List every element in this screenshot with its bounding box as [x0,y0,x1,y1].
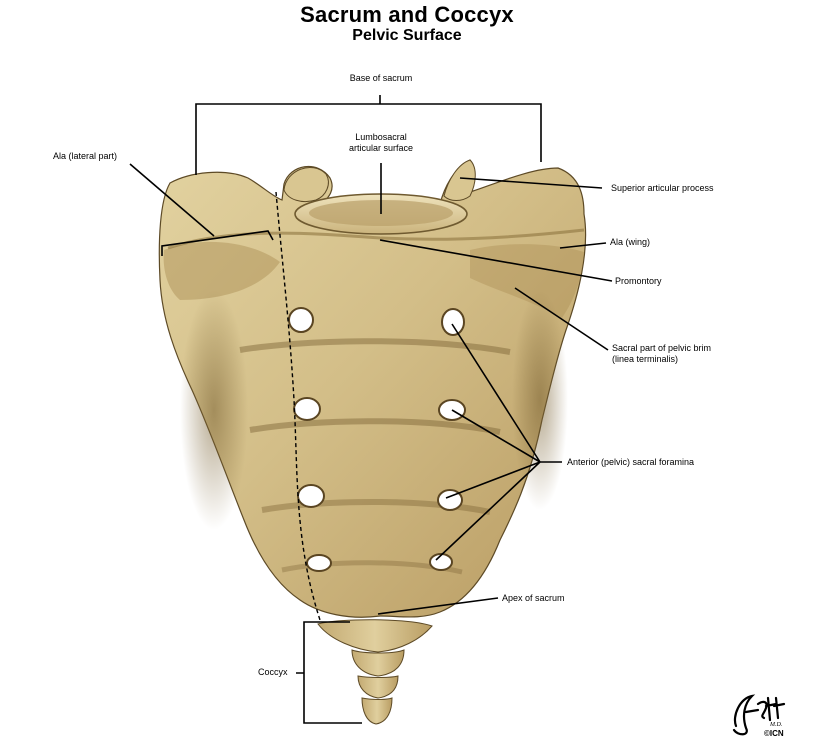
netter-signature: M.D. ©ICN [732,694,786,738]
label-coccyx: Coccyx [258,667,288,677]
leader-superior-articular [459,177,603,189]
left-superior-articular-process [283,166,329,203]
right-superior-articular-process [443,159,476,201]
leader-lines [129,95,613,724]
label-base-of-sacrum: Base of sacrum [349,73,413,83]
foramen-left-1 [288,307,314,333]
leader-ala-wing [559,242,607,249]
label-ala-wing: Ala (wing) [610,237,651,247]
leader-foramina [435,323,562,561]
leader-pelvic-brim [514,287,609,351]
transverse-ridge-1 [239,338,511,355]
signature-md: M.D. [769,722,782,728]
label-pelvic-brim-line2: (linea terminalis) [612,354,679,364]
leader-promontory [379,239,613,282]
right-ala-shade [470,244,584,318]
label-pelvic-brim-line1: Sacral part of pelvic brim [612,343,712,353]
left-ala-shade [163,241,280,300]
signature-scribble [732,694,786,736]
label-lumbosacral-line1: Lumbosacral [355,132,407,142]
label-lumbosacral-articular-surface: Lumbosacral articular surface [349,132,413,154]
page-title: Sacrum and Coccyx [300,2,514,27]
foramen-right-4 [429,553,453,571]
label-superior-articular-process: Superior articular process [611,183,714,193]
leader-base-of-sacrum [195,95,542,175]
pelvic-brim-ridge [167,228,585,250]
label-anterior-sacral-foramina: Anterior (pelvic) sacral foramina [567,457,695,467]
coccyx-segment-3 [357,675,399,699]
sacral-foramina [288,307,466,572]
coccyx-segment-1 [317,619,433,653]
leader-ala-lateral [129,163,274,256]
foramen-left-2 [293,397,321,421]
lateral-shadow-right [512,290,568,510]
sacrum-body [158,159,587,618]
foramen-right-1 [441,308,465,336]
coccyx-segment-4 [361,697,393,725]
signature-copyright: ©ICN [764,729,784,738]
label-apex-of-sacrum: Apex of sacrum [502,593,565,603]
transverse-ridge-2 [249,418,501,435]
label-sacral-part-of-pelvic-brim: Sacral part of pelvic brim (linea termin… [612,343,711,365]
label-lumbosacral-line2: articular surface [348,143,414,153]
leader-coccyx [296,621,362,724]
transverse-ridge-3 [261,499,491,515]
label-promontory: Promontory [615,276,662,286]
lateral-shadow-left [180,290,248,530]
foramen-left-4 [306,554,332,572]
page-subtitle: Pelvic Surface [352,27,462,44]
leader-apex [377,597,499,615]
coccyx [317,619,433,725]
foramen-left-3 [297,484,325,508]
coccyx-segment-2 [351,649,405,677]
lateral-part-dashed-line [275,191,321,621]
label-ala-lateral-part: Ala (lateral part) [53,151,118,161]
